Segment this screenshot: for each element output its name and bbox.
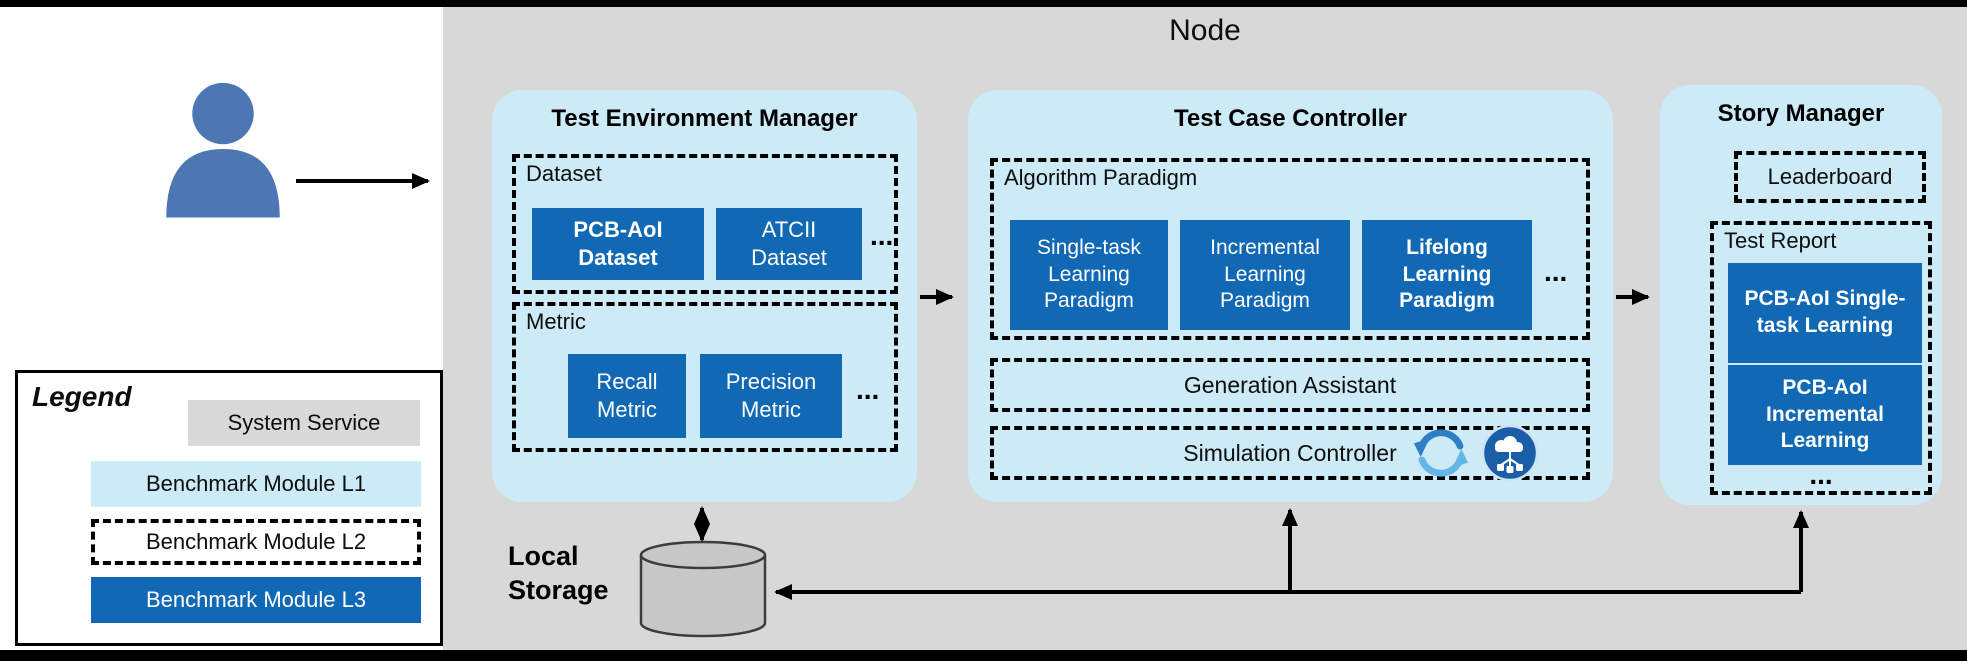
simulation-controller-label: Simulation Controller: [1183, 439, 1397, 466]
story-manager: Story Manager Leaderboard Test Report PC…: [1660, 85, 1942, 505]
pcb-aoi-incremental-learning-box: PCB-AoI Incremental Learning: [1728, 365, 1922, 465]
algorithm-paradigm-ellipsis: ...: [1544, 256, 1568, 287]
metric-group: Metric Recall Metric Precision Metric ..…: [512, 302, 898, 452]
recall-metric-box: Recall Metric: [568, 354, 686, 438]
test-report-label: Test Report: [1724, 228, 1837, 253]
precision-metric-box: Precision Metric: [700, 354, 842, 438]
test-case-controller-title: Test Case Controller: [1174, 105, 1407, 132]
pcb-aoi-dataset-box: PCB-AoI Dataset: [532, 208, 704, 280]
lifelong-learning-paradigm-box: Lifelong Learning Paradigm: [1362, 220, 1532, 330]
local-storage-label: Local Storage: [508, 541, 609, 605]
user-icon: [166, 82, 280, 218]
dataset-ellipsis: ...: [870, 220, 894, 251]
legend-title: Legend: [32, 381, 132, 412]
test-case-controller: Test Case Controller Algorithm Paradigm …: [968, 90, 1613, 502]
algorithm-paradigm-group: Algorithm Paradigm Single-task Learning …: [990, 158, 1590, 340]
leaderboard: Leaderboard: [1734, 151, 1926, 203]
cloud-edge-icon: [1481, 424, 1539, 482]
legend-item-system-service: System Service: [188, 400, 420, 446]
test-environment-manager: Test Environment Manager Dataset PCB-AoI…: [492, 90, 917, 502]
local-storage-cylinder-icon: [639, 540, 767, 638]
node-title: Node: [1169, 14, 1241, 47]
legend-item-benchmark-module-l3: Benchmark Module L3: [91, 577, 421, 623]
dataset-group: Dataset PCB-AoI Dataset ATCII Dataset ..…: [512, 154, 898, 294]
test-report-group: Test Report PCB-AoI Single-task Learning…: [1710, 221, 1932, 495]
generation-assistant: Generation Assistant: [990, 358, 1590, 412]
legend: Legend System Service Benchmark Module L…: [15, 370, 443, 646]
metric-label: Metric: [526, 309, 586, 334]
test-report-ellipsis: ...: [1809, 459, 1833, 490]
pcb-aoi-single-task-learning-box: PCB-AoI Single-task Learning: [1728, 263, 1922, 363]
story-manager-title: Story Manager: [1717, 100, 1885, 127]
atcii-dataset-box: ATCII Dataset: [716, 208, 862, 280]
legend-item-benchmark-module-l2: Benchmark Module L2: [91, 519, 421, 565]
single-task-learning-paradigm-box: Single-task Learning Paradigm: [1010, 220, 1168, 330]
leaderboard-label: Leaderboard: [1767, 164, 1893, 189]
metric-ellipsis: ...: [856, 374, 880, 405]
test-environment-manager-title: Test Environment Manager: [551, 105, 858, 132]
incremental-learning-paradigm-box: Incremental Learning Paradigm: [1180, 220, 1350, 330]
cloud-sync-icon: [1413, 429, 1469, 477]
algorithm-paradigm-label: Algorithm Paradigm: [1004, 165, 1198, 190]
legend-item-benchmark-module-l1: Benchmark Module L1: [91, 461, 421, 507]
dataset-label: Dataset: [526, 161, 602, 186]
simulation-controller: Simulation Controller: [990, 424, 1590, 482]
generation-assistant-label: Generation Assistant: [1183, 371, 1397, 398]
